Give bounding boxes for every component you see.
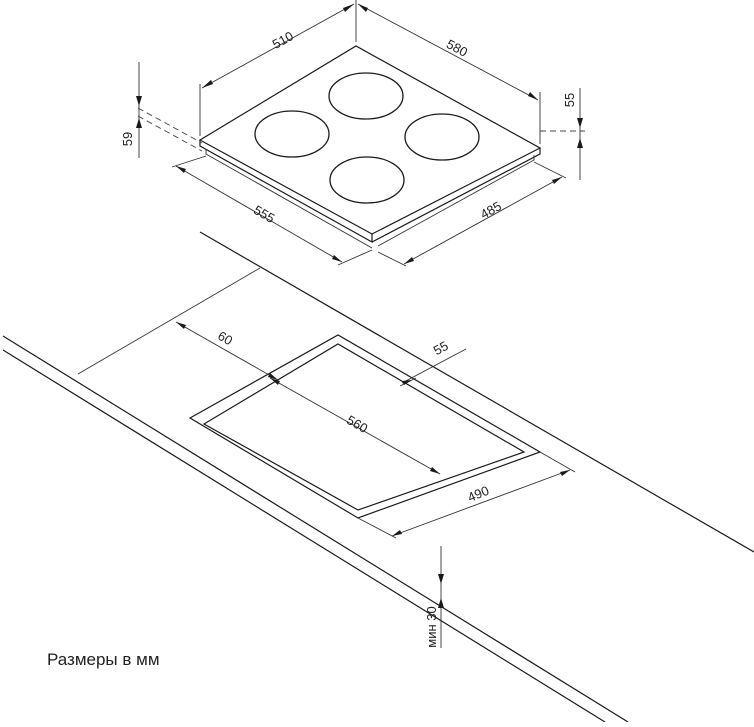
- cutout-inner: [202, 343, 526, 511]
- dim-485: 485: [377, 161, 567, 267]
- hob-left-edge: [199, 140, 373, 244]
- dim-490-label: 490: [465, 483, 491, 505]
- countertop-front-bottom: [2, 349, 606, 723]
- dim-min-30-label: мин 30: [424, 606, 439, 647]
- countertop: 60 55 560 490: [2, 231, 754, 723]
- burner-left: [254, 110, 330, 158]
- dim-580-label: 580: [444, 36, 470, 59]
- dim-59-height: 59: [120, 62, 203, 158]
- dim-55-gap-label: 55: [431, 338, 451, 358]
- dim-485-label: 485: [478, 198, 504, 222]
- countertop-left-edge: [77, 267, 261, 375]
- dim-55-height-label: 55: [562, 93, 577, 107]
- burner-back: [328, 72, 404, 120]
- dim-60: 60: [175, 321, 279, 381]
- hob-body-left: [205, 150, 373, 249]
- countertop-back-edge: [199, 231, 754, 553]
- dim-55-height: 55: [540, 88, 585, 180]
- dim-55-gap: 55: [399, 338, 467, 387]
- hob-body-right: [377, 155, 535, 247]
- burner-right: [404, 113, 480, 161]
- dim-560: 560: [269, 377, 441, 475]
- dim-min-30: мин 30: [424, 546, 444, 648]
- units-caption: Размеры в мм: [47, 650, 160, 669]
- hob: 510 580 55 59: [120, 0, 585, 267]
- hob-right-edge: [371, 148, 541, 243]
- burner-front: [329, 156, 405, 204]
- dim-490: 490: [357, 451, 576, 539]
- dim-60-label: 60: [215, 328, 235, 348]
- dim-59-height-label: 59: [120, 132, 135, 146]
- countertop-front-top: [2, 335, 629, 723]
